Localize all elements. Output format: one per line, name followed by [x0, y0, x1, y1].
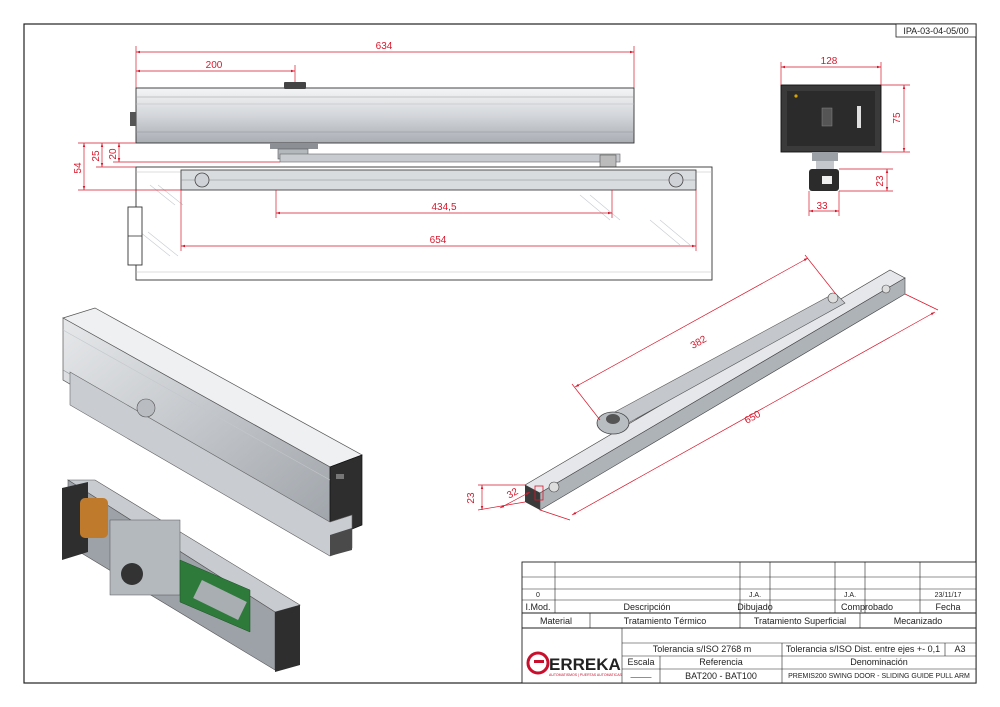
dim-23-side: 23	[875, 175, 886, 187]
sheet-size: A3	[954, 644, 965, 654]
material-label: Material	[540, 616, 572, 626]
dim-200: 200	[206, 60, 223, 71]
sheet-border	[23, 23, 977, 684]
denomination-value: PREMIS200 SWING DOOR - SLIDING GUIDE PUL…	[788, 673, 970, 680]
dim-654: 654	[430, 235, 447, 246]
col-mod: I.Mod.	[525, 602, 550, 612]
front-dimensions	[78, 46, 697, 251]
checked-by: J.A.	[844, 592, 856, 599]
col-checked: Comprobado	[841, 602, 893, 612]
dim-23-iso: 23	[466, 492, 477, 504]
side-dimensions	[780, 62, 910, 216]
scale-value: ———	[631, 674, 652, 681]
col-drawn: Dibujado	[737, 602, 773, 612]
dim-434-5: 434,5	[431, 202, 456, 213]
dim-20: 20	[108, 148, 119, 160]
dim-25: 25	[91, 150, 102, 162]
reference-label: Referencia	[699, 657, 743, 667]
denomination-label: Denominación	[850, 657, 908, 667]
dim-54: 54	[73, 162, 84, 174]
scale-label: Escala	[627, 657, 654, 667]
reference-value: BAT200 - BAT100	[685, 671, 757, 681]
drawn-by: J.A.	[749, 592, 761, 599]
logo-text: ERREKA	[549, 655, 621, 674]
erreka-logo: ERREKA AUTOMATISMOS | PUERTAS AUTOMATICA…	[526, 651, 623, 677]
surface-label: Tratamiento Superficial	[754, 616, 846, 626]
rev-date: 23/11/17	[935, 592, 962, 599]
dim-33: 33	[816, 201, 828, 212]
front-view	[127, 82, 713, 281]
side-view	[780, 84, 882, 191]
dim-634: 634	[376, 41, 393, 52]
dim-650: 650	[743, 409, 763, 427]
tolerance: Tolerancia s/ISO 2768 m	[653, 644, 752, 654]
dim-75: 75	[892, 112, 903, 124]
drawing-code: IPA-03-04-05/00	[903, 26, 968, 36]
iso-open-mechanism	[62, 479, 301, 672]
dim-128: 128	[821, 56, 838, 67]
rev-number: 0	[536, 592, 540, 599]
dim-382: 382	[689, 334, 709, 352]
iso-closed-unit	[62, 307, 363, 557]
drawing-code-box: IPA-03-04-05/00	[895, 23, 977, 38]
col-description: Descripción	[623, 602, 670, 612]
dim-32: 32	[505, 486, 520, 501]
thermal-label: Tratamiento Térmico	[624, 616, 707, 626]
machining-label: Mecanizado	[894, 616, 943, 626]
col-date: Fecha	[935, 602, 960, 612]
iso-dimensions	[477, 254, 939, 521]
title-block: 0 J.A. J.A. 23/11/17 I.Mod. Descripción …	[521, 561, 977, 684]
iso-sliding-guide	[524, 269, 906, 511]
logo-tagline: AUTOMATISMOS | PUERTAS AUTOMATICAS	[549, 673, 623, 677]
axis-tolerance: Tolerancia s/ISO Dist. entre ejes +- 0,1	[786, 644, 940, 654]
